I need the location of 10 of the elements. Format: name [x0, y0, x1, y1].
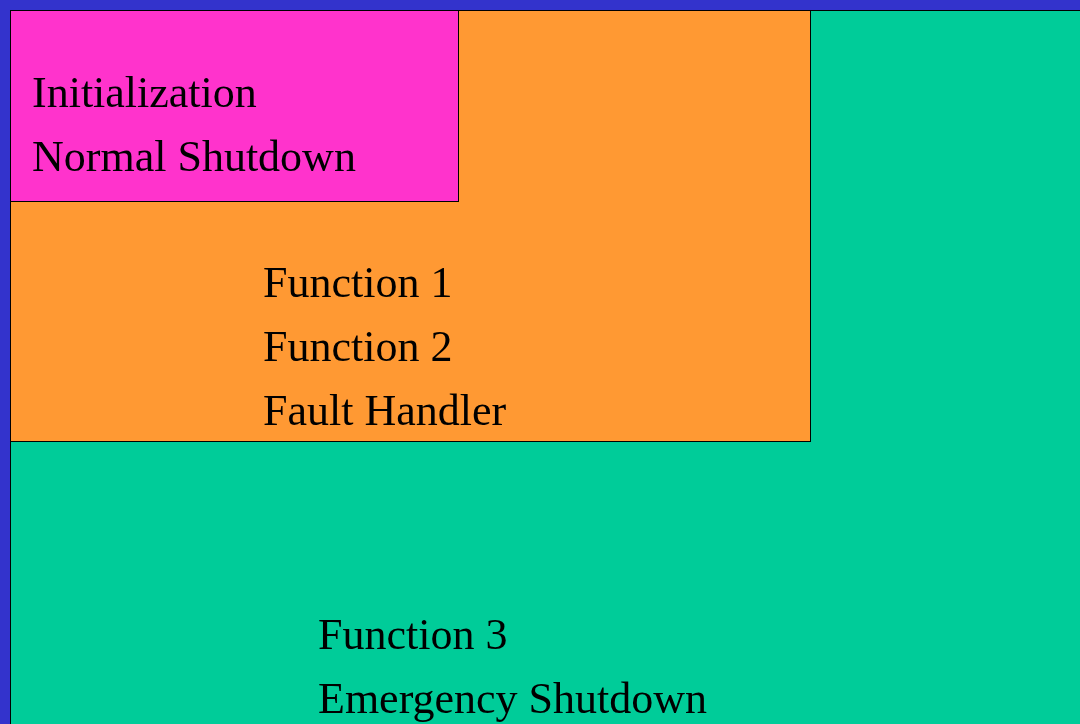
- region-label: Fault Handler: [263, 385, 507, 437]
- region-label: Function 2: [263, 321, 454, 373]
- outer-region: [10, 10, 1080, 724]
- inner-region: [10, 10, 459, 202]
- region-label: Function 3: [318, 609, 509, 661]
- region-label: Normal Shutdown: [32, 131, 356, 183]
- middle-region: [10, 10, 811, 442]
- region-label: Function 1: [263, 257, 454, 309]
- region-label: Emergency Shutdown: [318, 673, 708, 724]
- region-label: Initialization: [32, 67, 258, 119]
